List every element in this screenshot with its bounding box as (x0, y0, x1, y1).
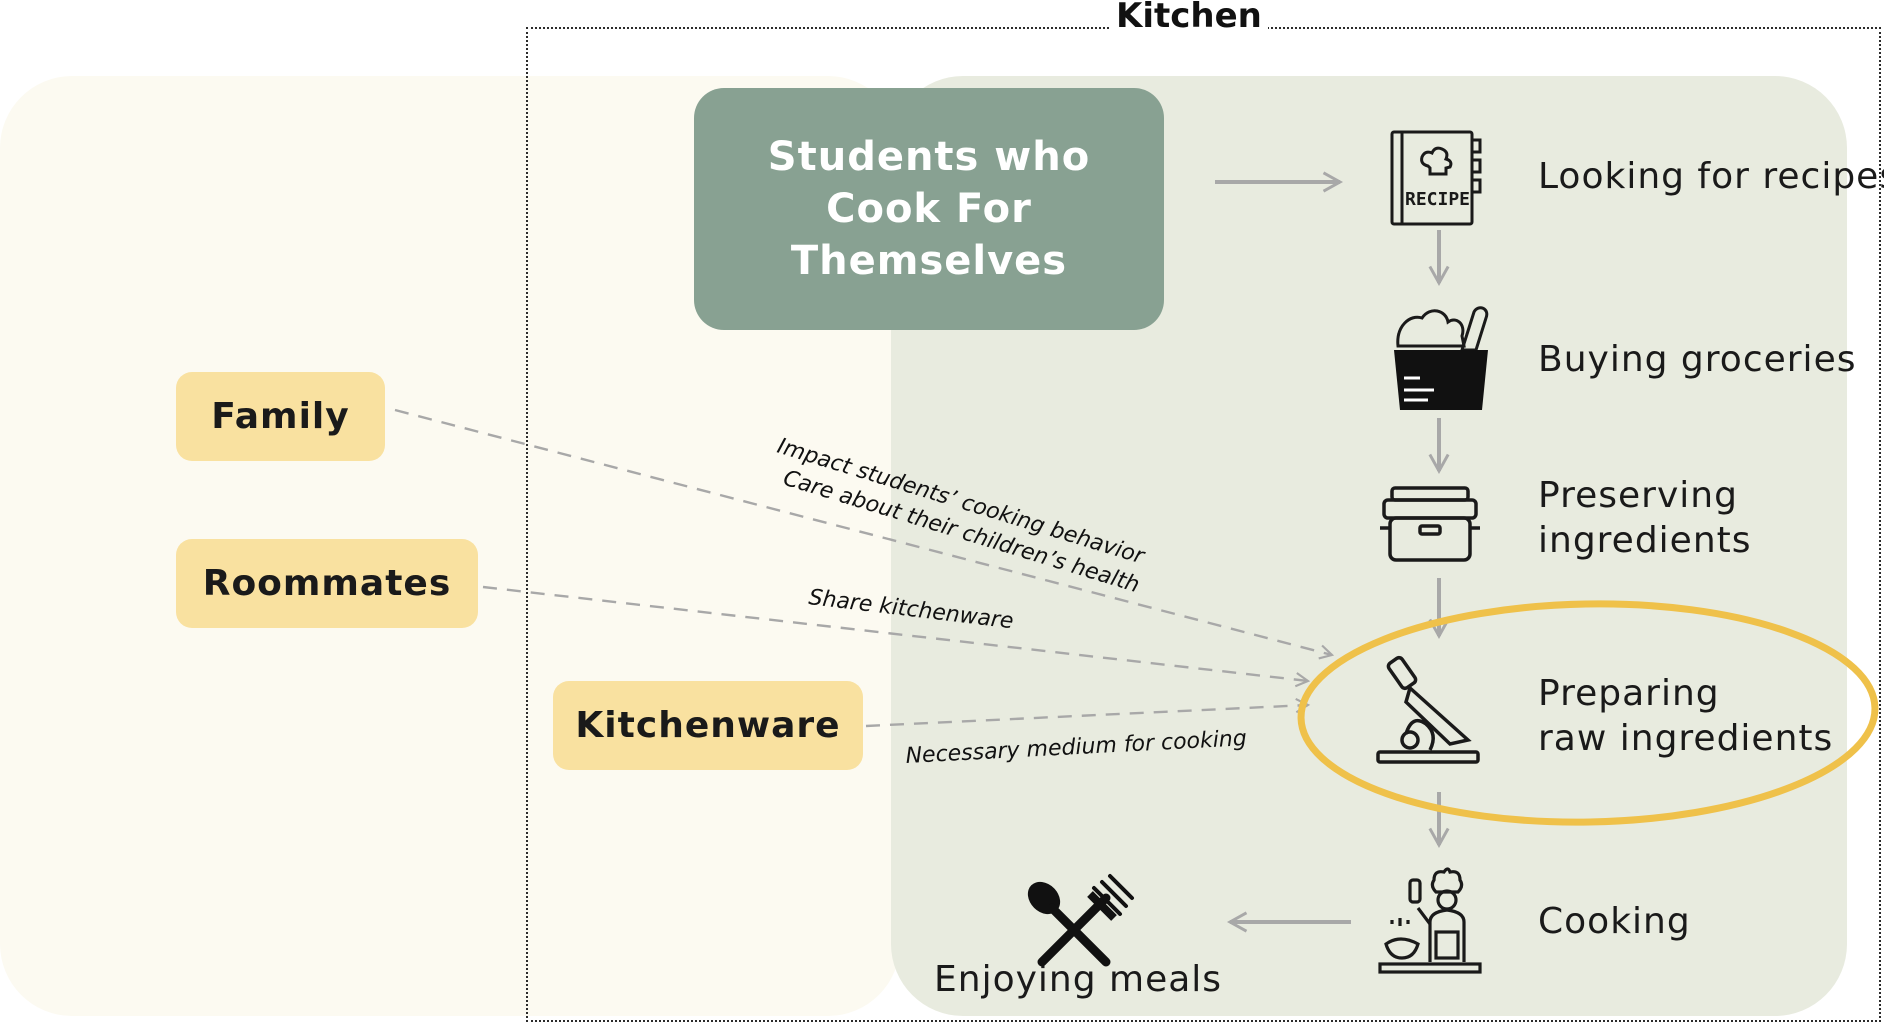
step-preserving-ingredients: Preserving ingredients (1538, 473, 1838, 563)
step-preserving-line2: ingredients (1538, 520, 1752, 561)
step-looking-for-recipes: Looking for recipes (1538, 156, 1884, 197)
knife-cutting-board-icon (1376, 655, 1480, 764)
central-students-box: Students who Cook For Themselves (694, 88, 1164, 330)
step-buying-groceries: Buying groceries (1538, 339, 1857, 380)
recipe-book-icon: RECIPE (1390, 130, 1482, 226)
step-preparing-line2: raw ingredients (1538, 718, 1834, 759)
chef-cooking-icon (1378, 867, 1482, 974)
step-preparing-raw-ingredients: Preparing raw ingredients (1538, 671, 1858, 761)
grocery-bag-icon (1394, 306, 1489, 410)
step-preparing-line1: Preparing (1538, 673, 1720, 714)
actor-kitchenware: Kitchenware (553, 681, 863, 770)
food-container-icon (1380, 486, 1480, 562)
central-title-line1: Students who (767, 134, 1091, 180)
step-preserving-line1: Preserving (1538, 475, 1738, 516)
relation-line-roommates (482, 585, 1311, 688)
step-enjoying-meals: Enjoying meals (934, 959, 1223, 1000)
spoon-fork-icon (1027, 874, 1134, 967)
relation-line-family (394, 408, 1335, 660)
actor-roommates: Roommates (176, 539, 478, 628)
relation-line-kitchenware (865, 697, 1311, 728)
relation-text-kitchenware: Necessary medium for cooking (905, 726, 1247, 769)
highlight-ellipse (1297, 600, 1879, 826)
actor-family: Family (176, 372, 385, 461)
central-title-line2: Cook For Themselves (790, 186, 1068, 284)
relation-text-roommates: Share kitchenware (807, 585, 1015, 634)
step-cooking: Cooking (1538, 901, 1691, 942)
recipe-icon-text: RECIPE (1405, 189, 1470, 210)
kitchen-label: Kitchen (1110, 0, 1268, 36)
